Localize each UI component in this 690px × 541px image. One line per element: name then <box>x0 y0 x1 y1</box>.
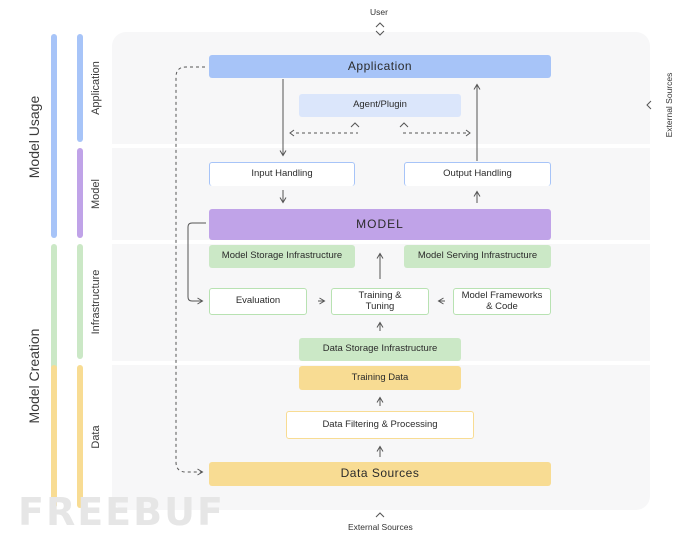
training-data-box[interactable]: Training Data <box>299 366 461 390</box>
chevron-up-icon <box>375 22 385 28</box>
freebuf-watermark-logo: FREEBUF <box>18 490 225 534</box>
evaluation-box[interactable]: Evaluation <box>209 288 307 315</box>
data-filtering-box[interactable]: Data Filtering & Processing <box>286 411 474 439</box>
model-storage-box[interactable]: Model Storage Infrastructure <box>209 245 355 268</box>
data-band-bar <box>77 365 83 508</box>
arrow-head-up <box>350 122 360 128</box>
model-frameworks-line2: & Code <box>486 300 518 312</box>
output-handling-box[interactable]: Output Handling <box>404 162 551 186</box>
model-box[interactable]: MODEL <box>209 209 551 240</box>
loop-model-to-evaluation <box>187 222 206 305</box>
band-separator <box>82 240 650 244</box>
external-sources-bottom-label: External Sources <box>348 522 413 532</box>
agent-plugin-box[interactable]: Agent/Plugin <box>299 94 461 117</box>
arrow-head-up <box>399 122 409 128</box>
model-serving-box[interactable]: Model Serving Infrastructure <box>404 245 551 268</box>
model-band-bar <box>77 148 83 238</box>
data-storage-box[interactable]: Data Storage Infrastructure <box>299 338 461 361</box>
arrow-head-right <box>465 129 471 137</box>
model-usage-bar <box>51 34 57 238</box>
chevron-down-icon <box>375 30 385 36</box>
training-tuning-line2: Tuning <box>365 300 395 312</box>
band-separator <box>82 144 650 148</box>
arrow-head-left <box>289 129 295 137</box>
model-frameworks-line1: Model Frameworks <box>461 289 543 301</box>
training-tuning-line1: Training & <box>358 289 402 301</box>
data-sources-box[interactable]: Data Sources <box>209 462 551 486</box>
chevron-up-icon <box>375 512 385 518</box>
model-creation-bar-lower <box>51 365 57 508</box>
band-separator <box>82 361 650 365</box>
model-frameworks-box[interactable]: Model Frameworks & Code <box>453 288 551 315</box>
training-tuning-box[interactable]: Training & Tuning <box>331 288 429 315</box>
input-handling-box[interactable]: Input Handling <box>209 162 355 186</box>
dashed-app-to-data-sources <box>175 66 205 476</box>
infrastructure-band-bar <box>77 244 83 359</box>
user-label: User <box>370 7 388 17</box>
application-box[interactable]: Application <box>209 55 551 78</box>
chevron-left-icon <box>646 100 652 110</box>
application-band-bar <box>77 34 83 142</box>
